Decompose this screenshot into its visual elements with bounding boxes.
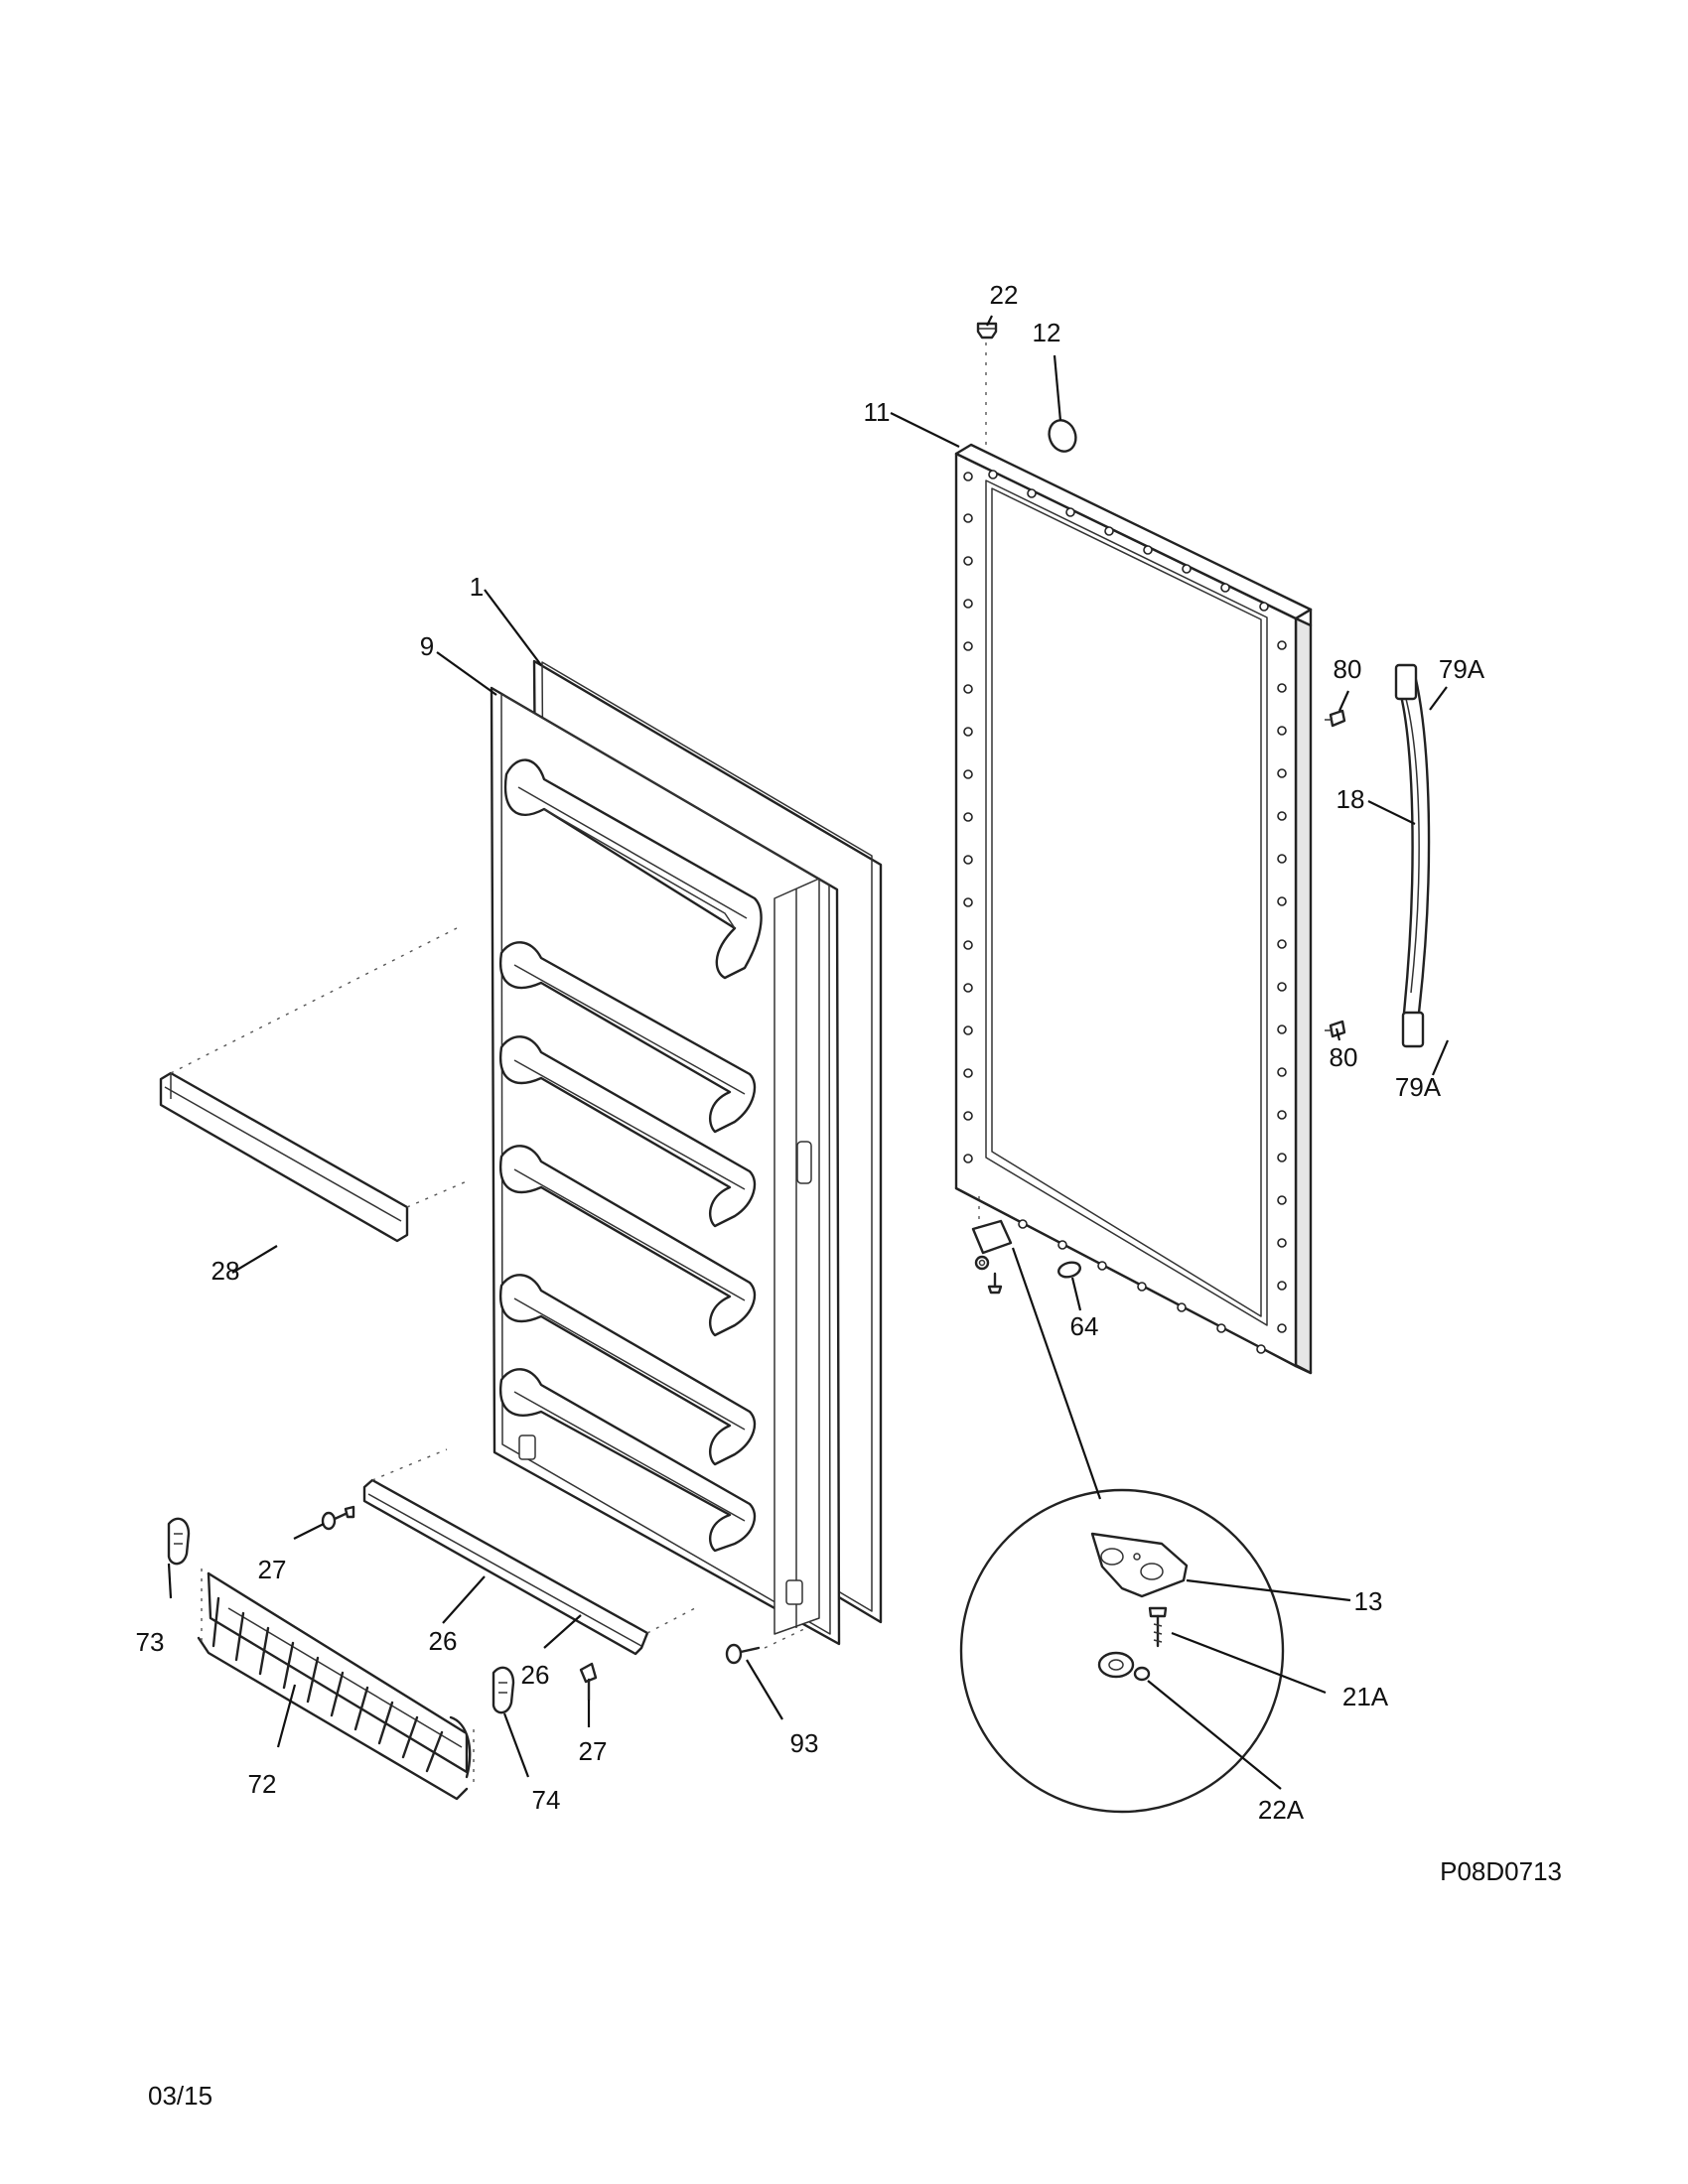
door-shelf-3	[498, 1035, 757, 1228]
callout-labels: 1 9 11 22 12 80 79A 18 80 79A 64 13 21A …	[136, 280, 1485, 1825]
handle-screw-top	[1325, 709, 1346, 728]
callout-12: 12	[1033, 318, 1061, 347]
callout-93: 93	[790, 1728, 819, 1758]
push-pin-lower	[579, 1662, 598, 1702]
door-shelf-5	[498, 1274, 757, 1466]
outer-door-panel	[954, 443, 1313, 1375]
basket-end-cap-right	[492, 1666, 515, 1714]
shelf-trim-bar	[362, 1448, 696, 1656]
door-shelf-2	[498, 941, 757, 1134]
push-pin-upper	[321, 1505, 355, 1531]
door-shelf-6	[498, 1368, 757, 1553]
callout-22-top: 22	[990, 280, 1019, 310]
door-shelf-4	[498, 1145, 757, 1337]
leader-lines	[167, 315, 1450, 1790]
callout-80-bottom: 80	[1330, 1042, 1358, 1072]
callout-21a: 21A	[1342, 1682, 1389, 1711]
callout-74: 74	[532, 1785, 561, 1815]
handle-screw-bottom	[1325, 1020, 1346, 1038]
date-code: 03/15	[148, 2081, 212, 2111]
callout-1: 1	[470, 572, 484, 602]
callout-11: 11	[864, 397, 891, 427]
door-panel-holes	[963, 470, 1287, 1354]
callout-9: 9	[420, 631, 434, 661]
bottom-hinge-assembly	[971, 1196, 1013, 1295]
callout-22a: 22A	[1258, 1795, 1305, 1825]
callout-64: 64	[1070, 1311, 1099, 1341]
callout-72: 72	[248, 1769, 277, 1799]
shelf-retainer-bar	[159, 927, 468, 1243]
callout-26-right: 26	[521, 1660, 550, 1690]
door-handle	[1394, 663, 1431, 1048]
callout-26-left: 26	[429, 1626, 458, 1656]
callout-18: 18	[1336, 784, 1365, 814]
hinge-detail-magnifier	[959, 1488, 1285, 1814]
door-shelf-1	[503, 758, 763, 980]
drawing-code: P08D0713	[1440, 1856, 1562, 1886]
callout-73: 73	[136, 1627, 165, 1657]
wire-basket	[197, 1569, 475, 1801]
callout-28: 28	[211, 1256, 240, 1286]
top-hinge-bushing	[976, 322, 998, 449]
callout-79a-top: 79A	[1439, 654, 1485, 684]
hinge-shim	[1057, 1261, 1081, 1279]
liner-bottom-clips	[518, 1434, 803, 1605]
callout-27-lower: 27	[579, 1736, 608, 1766]
callout-27-upper: 27	[258, 1555, 287, 1584]
callout-79a-bottom: 79A	[1395, 1072, 1442, 1102]
callout-80-top: 80	[1334, 654, 1362, 684]
callout-13: 13	[1354, 1586, 1383, 1616]
plug-button	[1048, 419, 1077, 453]
basket-end-cap-left	[167, 1517, 191, 1566]
push-pin-93	[725, 1627, 807, 1665]
